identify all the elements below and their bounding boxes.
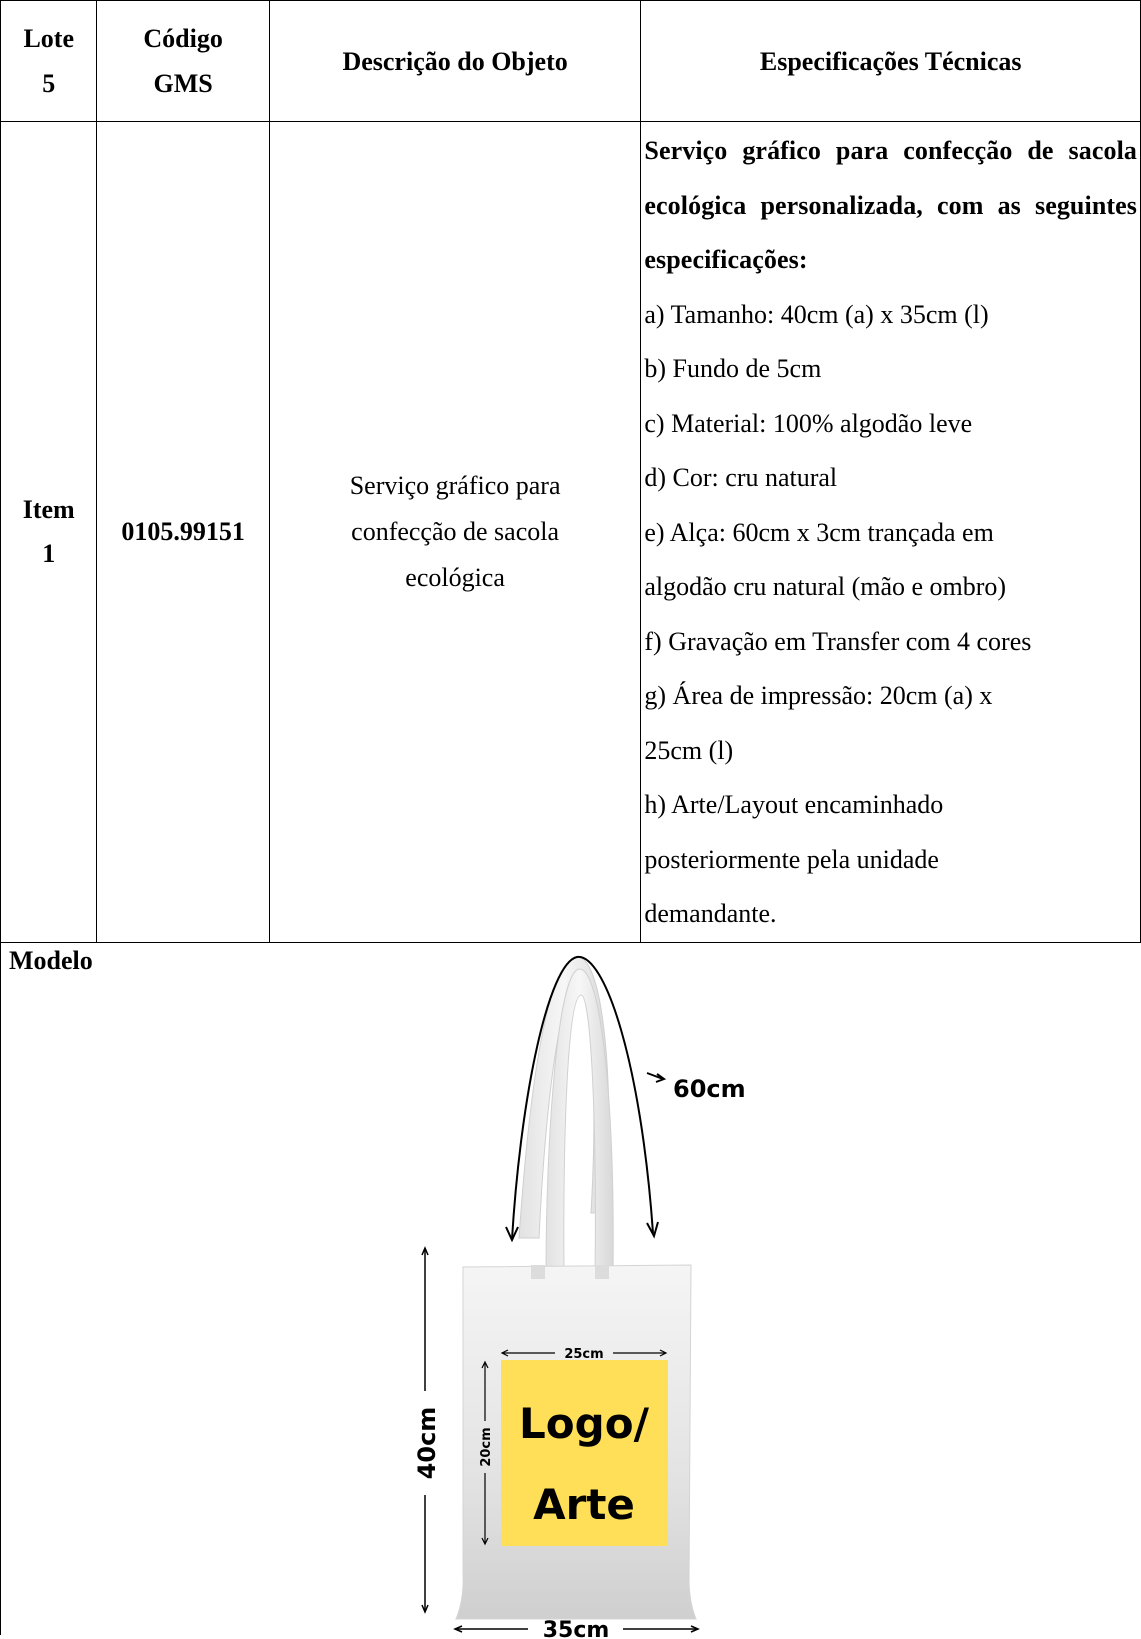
item-row: Item 1 0105.99151 Serviço gráfico para c…: [0, 121, 1141, 943]
height-arrow-top: [421, 1245, 429, 1255]
logo-text-line2: Arte: [533, 1480, 635, 1529]
item-number-line2: 1: [42, 538, 56, 568]
handle-length-arc: [511, 955, 654, 1239]
spec-line: demandante.: [644, 899, 777, 928]
modelo-label: Modelo: [9, 945, 93, 975]
print-height-label: 20cm: [479, 1427, 494, 1466]
print-width-arrow-left: [500, 1348, 509, 1357]
spec-line: g) Área de impressão: 20cm (a) x: [644, 681, 993, 710]
descricao-line2: confecção de sacola: [351, 516, 560, 546]
print-width-label: 25cm: [564, 1347, 603, 1362]
modelo-row: Modelo: [0, 941, 1141, 1639]
modelo-cell: Modelo: [0, 941, 1141, 1639]
spec-line: b) Fundo de 5cm: [644, 354, 822, 383]
spec-line: h) Arte/Layout encaminhado: [644, 790, 944, 819]
height-label: 40cm: [413, 1406, 441, 1479]
item-number-cell: Item 1: [0, 121, 98, 943]
item-codigo-cell: 0105.99151: [96, 121, 270, 943]
handle-label-pointer: [646, 1071, 664, 1080]
handle-label-pointer-head: [655, 1072, 667, 1083]
spec-line: 25cm (l): [644, 735, 734, 765]
spec-line: f) Gravação em Transfer com 4 cores: [644, 626, 1032, 656]
header-lote: Lote 5: [0, 0, 98, 122]
bag-illustration: Logo/ Arte 60cm 40cm 35c: [413, 955, 746, 1639]
descricao-line1: Serviço gráfico para: [349, 470, 561, 500]
spec-line: algodão cru natural (mão e ombro): [644, 572, 1007, 601]
header-descricao: Descrição do Objeto: [268, 0, 642, 122]
item-number-line1: Item: [22, 494, 75, 524]
header-especificacoes: Especificações Técnicas: [640, 0, 1141, 122]
spec-intro: Serviço gráfico para confecção de sacola…: [644, 136, 1137, 274]
spec-line: c) Material: 100% algodão leve: [644, 408, 973, 438]
item-descricao-cell: Serviço gráfico para confecção de sacola…: [268, 121, 642, 943]
handle-stitch-right: [595, 1264, 609, 1279]
item-especificacoes-cell: Serviço gráfico para confecção de sacola…: [640, 121, 1141, 943]
handle-length-label: 60cm: [673, 1075, 746, 1103]
header-codigo-gms: Código GMS: [96, 0, 270, 122]
print-width-arrow-right: [659, 1348, 668, 1357]
spec-line: posteriormente pela unidade: [644, 844, 939, 874]
handle-arrow-left-head: [505, 1226, 519, 1242]
width-label: 35cm: [543, 1618, 610, 1639]
handle-arrow-right-head: [646, 1221, 659, 1239]
header-lote-line2: 5: [42, 69, 56, 98]
print-height-arrow-top: [481, 1360, 489, 1368]
spec-line: a) Tamanho: 40cm (a) x 35cm (l): [644, 299, 989, 329]
handle-stitch-left: [531, 1264, 545, 1279]
header-row: Lote 5 Código GMS Descrição do Objeto Es…: [0, 0, 1141, 122]
spec-line: e) Alça: 60cm x 3cm trançada em: [644, 517, 994, 547]
header-lote-line1: Lote: [23, 24, 74, 53]
spec-line: d) Cor: cru natural: [644, 463, 838, 492]
print-area: [501, 1359, 668, 1546]
header-gms-line2: GMS: [153, 69, 213, 98]
header-gms-line1: Código: [143, 24, 223, 53]
descricao-line3: ecológica: [405, 562, 505, 592]
logo-text-line1: Logo/: [519, 1399, 650, 1448]
